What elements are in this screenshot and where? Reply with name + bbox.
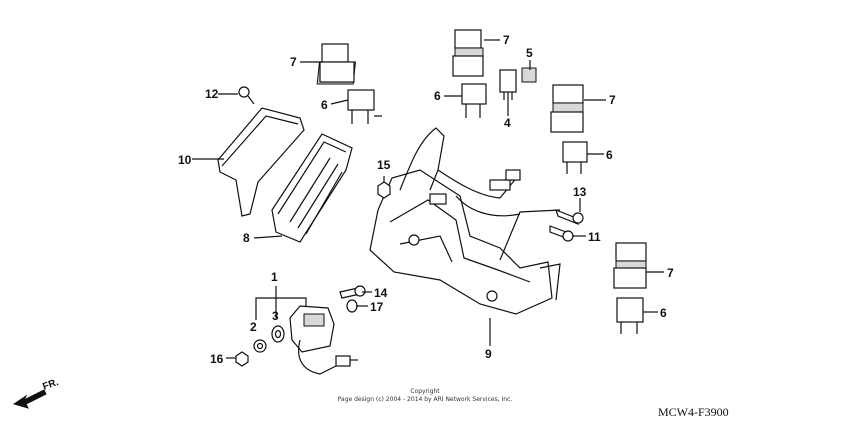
relay-stack-7-b	[452, 29, 484, 77]
callout-7-a: 7	[290, 55, 297, 69]
nut-16	[235, 351, 249, 367]
callout-2: 2	[250, 320, 257, 334]
relay-stack-7-d	[613, 242, 647, 289]
wiring-harness	[399, 127, 561, 261]
callout-7-b: 7	[503, 33, 510, 47]
callout-6-c: 6	[606, 148, 613, 162]
callout-3: 3	[272, 309, 279, 323]
relay-stack-7-a	[316, 43, 357, 85]
leader-lines	[192, 39, 664, 359]
callout-17: 17	[370, 300, 384, 314]
callout-6-b: 6	[434, 89, 441, 103]
direction-label: FR.	[41, 377, 60, 393]
nut-15	[377, 181, 391, 199]
bolt-14	[339, 285, 366, 299]
callout-6-d: 6	[660, 306, 667, 320]
callout-7-c: 7	[609, 93, 616, 107]
grommet-2	[253, 339, 267, 353]
callout-15: 15	[377, 158, 391, 172]
relay-6-b	[461, 83, 487, 118]
relay-6-a	[347, 89, 382, 124]
callout-14: 14	[374, 286, 388, 300]
relay-6-d	[616, 297, 644, 334]
callout-1: 1	[271, 270, 278, 284]
callout-16: 16	[210, 352, 224, 366]
relay-6-c	[562, 141, 588, 174]
front-direction-arrow: FR.	[12, 377, 60, 409]
callout-11: 11	[588, 230, 601, 244]
callout-13: 13	[573, 185, 587, 199]
washer-17	[346, 299, 358, 313]
relay-stack-7-c	[550, 84, 584, 133]
callout-4: 4	[504, 116, 511, 130]
callout-12: 12	[205, 87, 219, 101]
callout-5: 5	[526, 46, 533, 60]
diagram-code: MCW4-F3900	[658, 405, 729, 419]
ecu-8	[271, 133, 353, 243]
callout-9: 9	[485, 347, 492, 361]
copyright-line-1: Copyright	[410, 388, 440, 395]
callout-8: 8	[243, 231, 250, 245]
collar-3	[271, 325, 285, 343]
copyright-line-2: Page design (c) 2004 - 2014 by ARI Netwo…	[338, 396, 513, 403]
bolt-12	[238, 86, 255, 105]
callout-10: 10	[178, 153, 192, 167]
bolt-11	[549, 225, 574, 242]
connector-5	[521, 67, 537, 83]
ecu-bracket-10	[217, 107, 305, 217]
main-bracket-9	[369, 169, 561, 315]
callout-6-a: 6	[321, 98, 328, 112]
bolt-13	[555, 208, 584, 226]
callout-7-d: 7	[667, 266, 674, 280]
module-1	[289, 305, 358, 375]
